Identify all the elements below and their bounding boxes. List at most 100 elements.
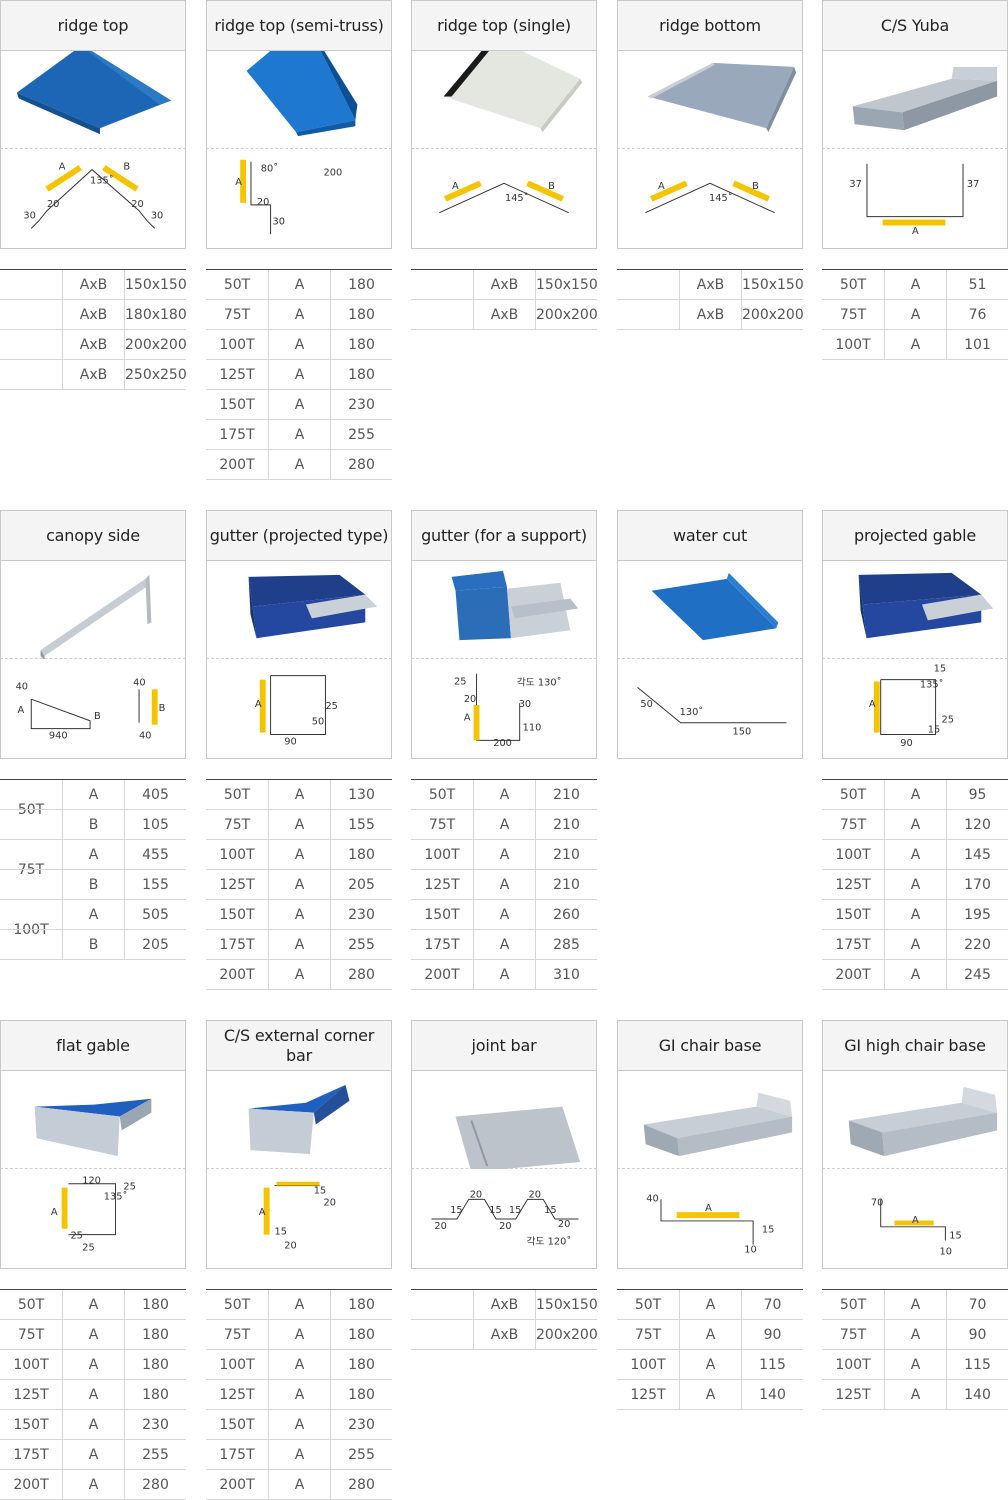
spec-cell: A <box>62 780 124 810</box>
dimension-label: 각도 130˚ <box>517 676 562 688</box>
spec-cell: 150x150 <box>741 270 804 300</box>
spec-cell: 155 <box>330 810 392 840</box>
product-title: GI chair base <box>617 1020 803 1070</box>
spec-cell: 100T <box>219 337 255 353</box>
spec-cell: A <box>268 840 330 870</box>
product-title: water cut <box>617 510 803 560</box>
spec-cell: 180 <box>330 330 392 360</box>
dimension-label: 40 <box>646 1193 658 1204</box>
spec-cell: A <box>268 1410 330 1440</box>
dimension-label: 135˚ <box>90 174 114 186</box>
dimension-label: B <box>548 181 555 192</box>
dimension-label: 145˚ <box>709 192 733 204</box>
spec-cell: 180 <box>330 1380 392 1410</box>
spec-cell: 125T <box>219 367 255 383</box>
dimension-label: 20 <box>284 1240 296 1251</box>
dimension-label: 90 <box>900 738 912 749</box>
spec-cell: A <box>268 780 330 810</box>
spec-cell: 310 <box>535 960 597 990</box>
spec-cell: A <box>473 870 535 900</box>
spec-cell: A <box>473 960 535 990</box>
product-photo <box>617 560 803 659</box>
dimension-label: 30 <box>519 699 531 710</box>
product-title: flat gable <box>0 1020 186 1070</box>
spec-cell: A <box>884 1380 946 1410</box>
spec-cell: 280 <box>330 960 392 990</box>
product-title: canopy side <box>0 510 186 560</box>
dimension-label: A <box>18 705 25 716</box>
spec-cell: 455 <box>124 840 186 870</box>
spec-cell: 150T <box>13 1417 49 1433</box>
spec-cell: A <box>62 1440 124 1470</box>
spec-cell: A <box>679 1290 741 1320</box>
spec-cell: A <box>268 450 330 480</box>
dimension-label: 145˚ <box>505 192 529 204</box>
dimension-label: 15 <box>314 1185 326 1196</box>
spec-cell: A <box>473 810 535 840</box>
product-photo <box>0 50 186 149</box>
product-photo-illustration <box>16 51 172 135</box>
spec-cell: A <box>268 330 330 360</box>
spec-cell: 250x250 <box>124 360 187 390</box>
spec-cell: 140 <box>946 1380 1008 1410</box>
spec-cell: A <box>268 1440 330 1470</box>
spec-cell: A <box>884 900 946 930</box>
product-photo-illustration <box>451 570 579 641</box>
product-photo <box>411 1070 597 1169</box>
spec-cell: 76 <box>946 300 1008 330</box>
spec-cell: A <box>62 1380 124 1410</box>
spec-cell: 100T <box>13 1357 49 1373</box>
dimension-label: 15 <box>509 1205 521 1216</box>
dimension-label: 130˚ <box>680 706 704 718</box>
dimension-label: 25 <box>82 1242 94 1253</box>
dimension-label: 15 <box>544 1205 556 1216</box>
spec-cell: 170 <box>946 870 1008 900</box>
spec-cell: 175T <box>424 937 460 953</box>
spec-cell: B <box>62 810 124 840</box>
spec-cell: A <box>884 330 946 360</box>
dimension-label: 37 <box>849 179 861 190</box>
spec-cell: A <box>62 900 124 930</box>
spec-cell: 125T <box>219 1387 255 1403</box>
spec-cell: 280 <box>330 450 392 480</box>
spec-cell: 90 <box>946 1320 1008 1350</box>
dimension-label: A <box>51 1207 58 1218</box>
spec-cell: 50T <box>223 277 251 293</box>
spec-cell: A <box>268 300 330 330</box>
product-photo <box>822 50 1008 149</box>
spec-cell: A <box>62 1410 124 1440</box>
spec-cell: 120 <box>946 810 1008 840</box>
spec-cell: 155 <box>124 870 186 900</box>
spec-cell: 180 <box>330 270 392 300</box>
dimension-label: 135˚ <box>920 678 944 690</box>
product-photo-illustration <box>443 51 583 133</box>
spec-cell: 90 <box>741 1320 803 1350</box>
